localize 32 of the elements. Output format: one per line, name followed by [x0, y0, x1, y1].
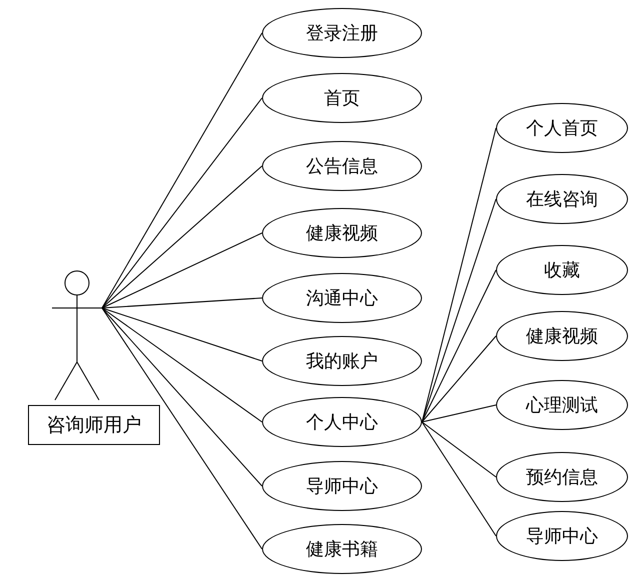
association-line [102, 308, 262, 422]
association-line [422, 270, 496, 422]
use-case-label: 预约信息 [526, 466, 598, 489]
use-case-label: 导师中心 [526, 525, 598, 548]
use-case-label: 首页 [324, 87, 360, 110]
actor-name: 咨询师用户 [28, 405, 160, 445]
association-line [422, 422, 496, 478]
association-line [102, 32, 262, 308]
association-line [422, 404, 496, 422]
association-line [102, 98, 262, 308]
association-line [102, 308, 262, 486]
use-case-label: 健康书籍 [306, 538, 378, 561]
use-case-label: 健康视频 [526, 325, 598, 348]
use-case-label: 公告信息 [306, 155, 378, 178]
use-case-label: 个人中心 [306, 411, 378, 434]
use-case-label: 导师中心 [306, 475, 378, 498]
association-line [102, 166, 262, 308]
association-line [422, 422, 496, 536]
use-case-label: 收藏 [544, 259, 580, 282]
use-case-label: 健康视频 [306, 222, 378, 245]
use-case-label: 心理测试 [526, 394, 598, 417]
use-case-label: 沟通中心 [306, 287, 378, 310]
association-line [102, 298, 262, 308]
association-line [422, 336, 496, 422]
actor-figure [52, 270, 102, 402]
association-line [102, 232, 262, 308]
use-case-label: 在线咨询 [526, 188, 598, 211]
use-case-label: 我的账户 [306, 350, 378, 373]
use-case-label: 登录注册 [306, 22, 378, 45]
association-line [102, 308, 262, 550]
use-case-label: 个人首页 [526, 117, 598, 140]
association-line [102, 308, 262, 362]
